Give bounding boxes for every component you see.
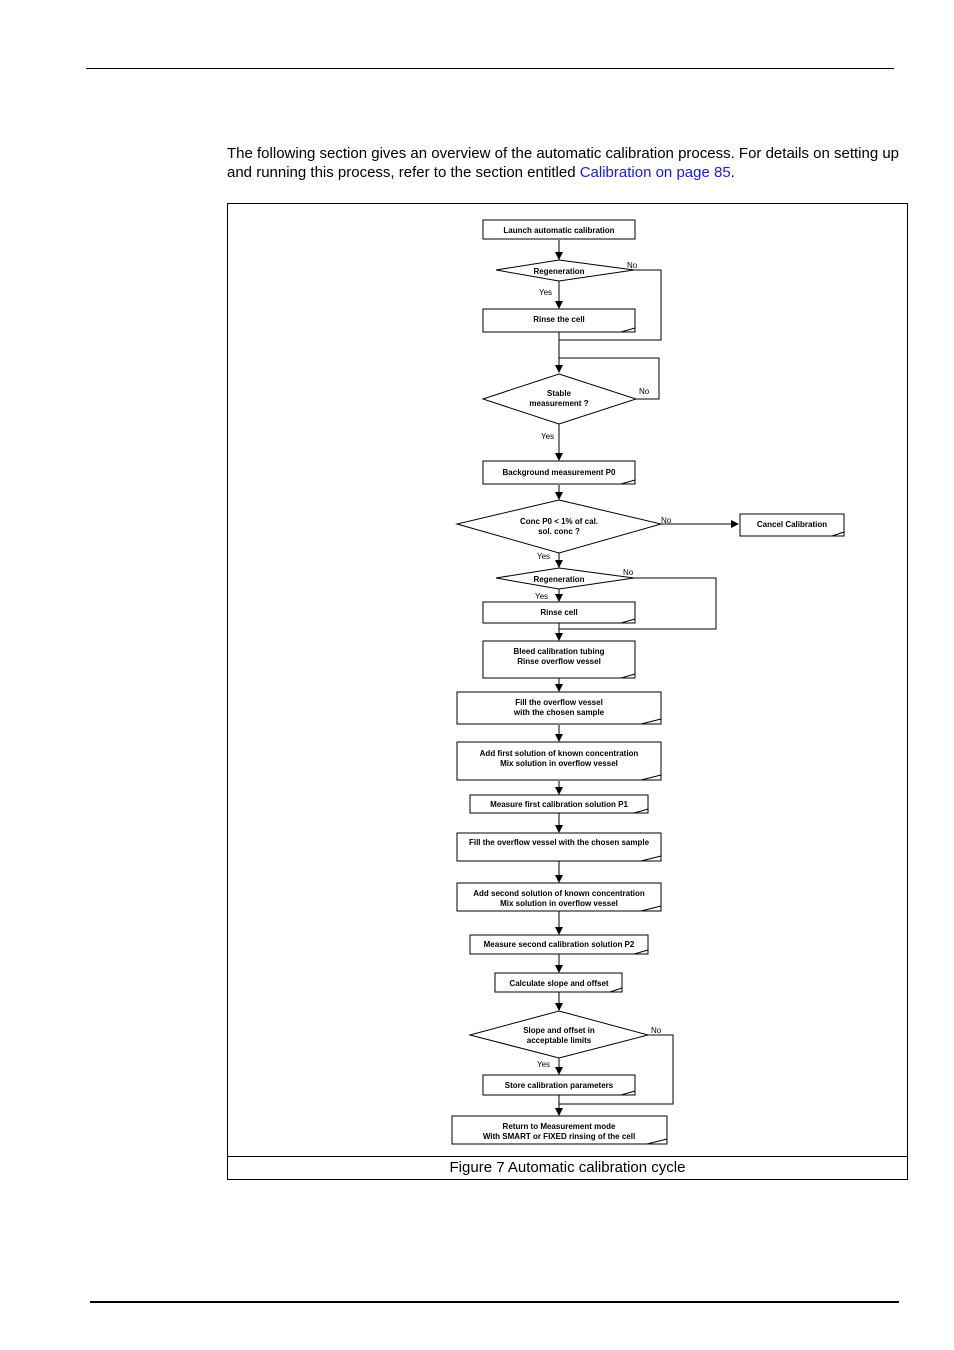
label-slope-2: acceptable limits	[527, 1036, 592, 1045]
diamond-slope	[468, 1010, 650, 1059]
label-yes-4: Yes	[535, 592, 548, 601]
label-rinse-cell: Rinse cell	[540, 608, 577, 617]
label-calculate: Calculate slope and offset	[509, 979, 608, 988]
dogear-background	[620, 479, 636, 485]
dogear-fill2	[640, 855, 662, 862]
label-bleed-1: Bleed calibration tubing	[513, 647, 604, 656]
diamond-regeneration-1	[495, 259, 635, 282]
header-rule	[86, 68, 894, 69]
label-conc-1: Conc P0 < 1% of cal.	[520, 517, 598, 526]
label-fill2: Fill the overflow vessel with the chosen…	[469, 838, 650, 847]
box-add1	[456, 741, 662, 781]
diamond-regeneration-2	[495, 567, 635, 590]
dogear-fill1	[640, 718, 662, 725]
label-no-4: No	[623, 568, 634, 577]
dogear-add2	[640, 905, 662, 912]
label-return-1: Return to Measurement mode	[503, 1122, 616, 1131]
label-no-2: No	[639, 387, 650, 396]
box-calculate	[494, 972, 623, 993]
loop-regen2-no	[559, 577, 717, 630]
loop-regen1-no	[559, 269, 662, 341]
dogear-calculate	[609, 987, 623, 993]
box-cancel	[739, 513, 845, 537]
label-yes-2: Yes	[541, 432, 554, 441]
diamond-conc	[455, 499, 663, 554]
box-launch	[482, 219, 636, 240]
box-add2	[456, 882, 662, 912]
label-cancel: Cancel Calibration	[757, 520, 827, 529]
label-return-2: With SMART or FIXED rinsing of the cell	[483, 1132, 635, 1141]
label-rinse-the-cell: Rinse the cell	[533, 315, 585, 324]
intro-text: The following section gives an overview …	[227, 145, 900, 181]
calibration-link[interactable]: Calibration on page 85	[579, 164, 731, 181]
box-measure-p1	[469, 794, 649, 814]
dogear-store	[620, 1090, 636, 1096]
intro-period: .	[730, 164, 735, 181]
label-fill1-2: with the chosen sample	[513, 708, 605, 717]
label-no-5: No	[651, 1026, 662, 1035]
label-bleed-2: Rinse overflow vessel	[517, 657, 601, 666]
label-add1-1: Add first solution of known concentratio…	[480, 749, 639, 758]
dogear-rinsecell	[620, 618, 636, 624]
box-fill2	[456, 832, 662, 862]
dogear-bleed	[620, 673, 636, 679]
label-regeneration-2: Regeneration	[533, 575, 584, 584]
box-rinse-cell	[482, 601, 636, 624]
label-measure-p1: Measure first calibration solution P1	[490, 800, 628, 809]
label-stable-1: Stable	[547, 389, 572, 398]
label-add1-2: Mix solution in overflow vessel	[500, 759, 618, 768]
label-yes-5: Yes	[537, 1060, 550, 1069]
dogear-rinse	[620, 327, 636, 333]
footer-rule	[90, 1301, 899, 1303]
label-conc-2: sol. conc ?	[538, 527, 580, 536]
intro-paragraph: The following section gives an overview …	[227, 144, 907, 182]
dogear-return	[646, 1138, 668, 1145]
figure-caption: Figure 7 Automatic calibration cycle	[228, 1156, 907, 1180]
box-background	[482, 460, 636, 485]
figure-frame: Launch automatic calibration Regeneratio…	[227, 203, 908, 1180]
box-measure-p2	[469, 934, 649, 955]
label-add2-1: Add second solution of known concentrati…	[473, 889, 645, 898]
loop-stable-no	[559, 357, 660, 400]
box-return	[451, 1115, 668, 1145]
label-regeneration-1: Regeneration	[533, 267, 584, 276]
loop-slope-no	[559, 1034, 674, 1105]
label-store: Store calibration parameters	[505, 1081, 614, 1090]
label-yes-1: Yes	[539, 288, 552, 297]
label-background: Background measurement P0	[503, 468, 616, 477]
calibration-flowchart: Launch automatic calibration Regeneratio…	[451, 219, 845, 1145]
dogear-p1	[633, 808, 649, 814]
label-stable-2: measurement ?	[529, 399, 588, 408]
label-slope-1: Slope and offset in	[523, 1026, 595, 1035]
dogear-cancel	[831, 531, 845, 537]
box-bleed	[482, 640, 636, 679]
label-yes-3: Yes	[537, 552, 550, 561]
diamond-stable	[481, 373, 638, 425]
label-measure-p2: Measure second calibration solution P2	[484, 940, 635, 949]
dogear-p2	[633, 949, 649, 955]
label-add2-2: Mix solution in overflow vessel	[500, 899, 618, 908]
box-fill1	[456, 691, 662, 725]
label-no-1: No	[627, 261, 638, 270]
label-no-3: No	[661, 516, 672, 525]
label-fill1-1: Fill the overflow vessel	[515, 698, 603, 707]
box-store	[482, 1074, 636, 1096]
label-launch: Launch automatic calibration	[503, 226, 614, 235]
box-rinse-the-cell	[482, 308, 636, 333]
dogear-add1	[640, 774, 662, 781]
